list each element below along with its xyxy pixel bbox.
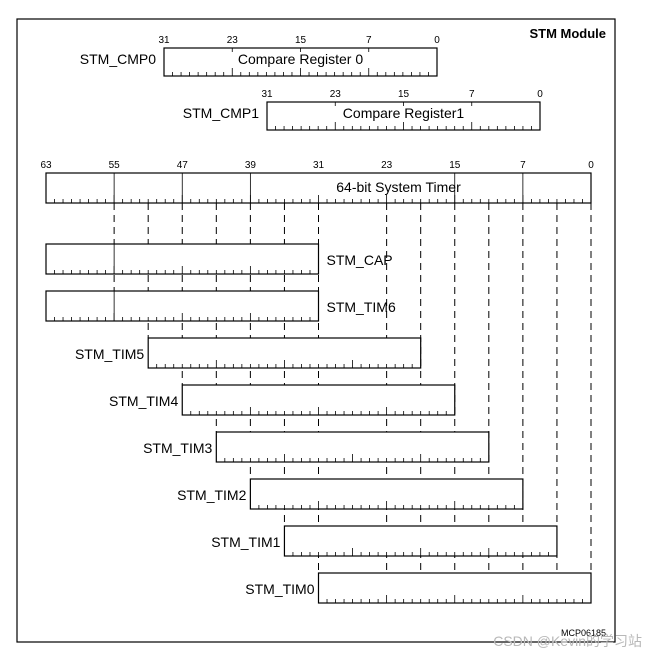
watermark: CSDN @Kevin的学习站 [493, 633, 642, 649]
capture-registers-group: STM_CAP STM_TIM6STM_TIM5STM_TIM4STM_TIM3S… [45, 243, 592, 604]
register-stm-tim5: STM_TIM5 [75, 337, 422, 369]
register-name: STM_CMP1 [183, 105, 259, 121]
timer-label: 64-bit System Timer [336, 179, 461, 195]
register-stm-tim1: STM_TIM1 [211, 525, 558, 557]
bit-label: 0 [434, 35, 440, 46]
bit-label: 63 [40, 160, 52, 171]
register-stm-cap: STM_CAP [45, 243, 393, 275]
register-stm-tim3: STM_TIM3 [143, 431, 490, 463]
bit-label: 7 [520, 160, 526, 171]
register-name: STM_TIM3 [143, 440, 212, 456]
system-timer-group: 63 55 47 39 31 23 15 7 0 64-bit System Timer [40, 160, 594, 204]
bit-label: 15 [449, 160, 461, 171]
bit-label: 7 [366, 35, 372, 46]
bit-label: 31 [313, 160, 325, 171]
bit-label: 23 [330, 89, 342, 100]
register-name: STM_TIM5 [75, 346, 144, 362]
register-stm-tim6: STM_TIM6 [45, 290, 396, 322]
bit-label: 39 [245, 160, 257, 171]
bit-label: 23 [227, 35, 239, 46]
bit-label: 0 [537, 89, 543, 100]
bit-label: 0 [588, 160, 594, 171]
register-stm-tim4: STM_TIM4 [109, 384, 456, 416]
bit-label: 15 [398, 89, 410, 100]
register-stm-tim2: STM_TIM2 [177, 478, 524, 510]
register-name: STM_TIM6 [327, 299, 396, 315]
figure-id: MCP06185 [561, 628, 606, 638]
register-box [249, 478, 524, 510]
register-name: STM_TIM4 [109, 393, 178, 409]
bit-label: 23 [381, 160, 393, 171]
register-label: Compare Register1 [343, 105, 465, 121]
module-frame [16, 18, 616, 643]
system-timer: 63 55 47 39 31 23 15 7 0 64-bit System Timer [40, 160, 594, 204]
register-name: STM_TIM0 [245, 581, 314, 597]
module-title: STM Module [529, 26, 606, 41]
register-label: Compare Register 0 [238, 51, 363, 67]
register-name: STM_CMP0 [80, 51, 156, 67]
register-name: STM_TIM1 [211, 534, 280, 550]
bit-label: 55 [109, 160, 121, 171]
register-name: STM_TIM2 [177, 487, 246, 503]
bit-label: 31 [261, 89, 273, 100]
bit-label: 31 [158, 35, 170, 46]
bit-label: 15 [295, 35, 307, 46]
bit-label: 7 [469, 89, 475, 100]
register-stm-tim0: STM_TIM0 [245, 572, 592, 604]
register-name: STM_CAP [327, 252, 393, 268]
bit-label: 47 [177, 160, 189, 171]
